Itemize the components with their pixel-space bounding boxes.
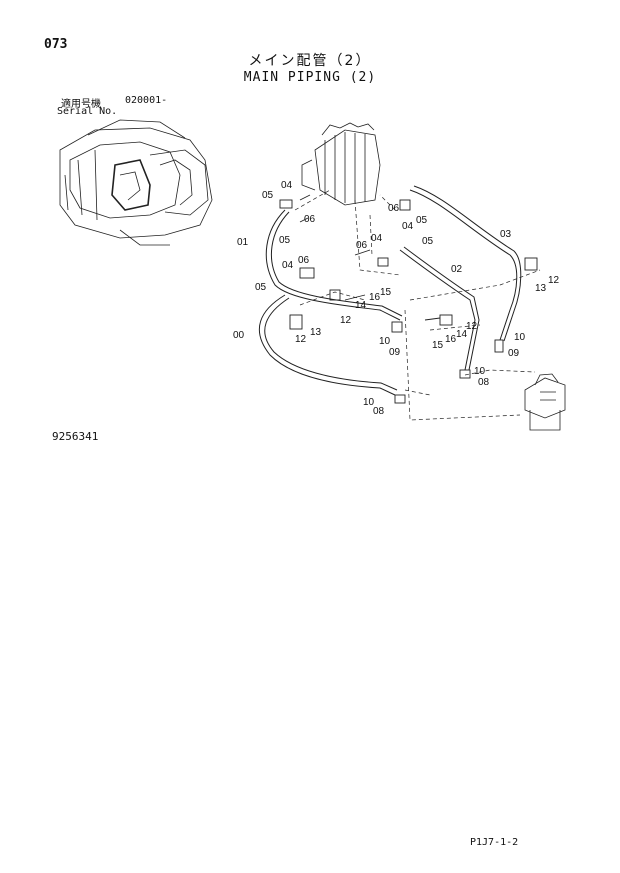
callout-label: 13 bbox=[535, 283, 547, 294]
callout-label: 04 bbox=[281, 180, 293, 191]
callout-label: 12 bbox=[295, 334, 307, 345]
serial-label-english: Serial No. bbox=[57, 106, 118, 117]
callout-label: 06 bbox=[388, 203, 400, 214]
sheet-code: P1J7-1-2 bbox=[470, 837, 519, 848]
callout-label: 05 bbox=[422, 236, 434, 247]
control-valve bbox=[301, 122, 381, 206]
callout-label: 12 bbox=[548, 275, 560, 286]
callout-label: 13 bbox=[310, 327, 322, 338]
callout-label: 16 bbox=[445, 334, 457, 345]
callout-label: 05 bbox=[255, 282, 267, 293]
callout-label: 03 bbox=[500, 229, 512, 240]
drawing-number: 9256341 bbox=[52, 430, 99, 443]
callout-label: 05 bbox=[262, 190, 274, 201]
page-title-japanese: メイン配管（2） bbox=[248, 53, 372, 69]
callout-label: 08 bbox=[478, 377, 490, 388]
callout-label: 12 bbox=[466, 321, 478, 332]
callout-label: 10 bbox=[514, 332, 526, 343]
callout-label: 10 bbox=[379, 336, 391, 347]
fittings-and-clamps bbox=[279, 194, 538, 404]
callout-label: 14 bbox=[355, 300, 367, 311]
machine-overview-illustration bbox=[59, 119, 213, 246]
callout-label: 09 bbox=[389, 347, 401, 358]
callout-label: 04 bbox=[282, 260, 294, 271]
callout-label: 01 bbox=[237, 237, 249, 248]
callout-label: 16 bbox=[369, 292, 381, 303]
serial-label-japanese: 適用号機 bbox=[61, 99, 101, 110]
callout-label: 14 bbox=[456, 329, 468, 340]
callout-label: 15 bbox=[432, 340, 444, 351]
callout-label: 10 bbox=[363, 397, 375, 408]
callout-label: 09 bbox=[508, 348, 520, 359]
page-title-english: MAIN PIPING (2) bbox=[243, 70, 377, 85]
page-number: 073 bbox=[44, 37, 68, 52]
callout-label: 06 bbox=[304, 214, 316, 225]
callout-label: 06 bbox=[356, 240, 368, 251]
callout-label: 05 bbox=[416, 215, 428, 226]
callout-label: 05 bbox=[279, 235, 291, 246]
callout-label: 12 bbox=[340, 315, 352, 326]
callout-label: 10 bbox=[474, 366, 486, 377]
swing-motor bbox=[524, 373, 566, 431]
callout-label: 02 bbox=[451, 264, 463, 275]
callout-label: 15 bbox=[380, 287, 392, 298]
callout-label: 04 bbox=[371, 233, 383, 244]
serial-number-value: 020001- bbox=[125, 95, 168, 106]
hose-lines bbox=[258, 185, 522, 396]
callout-label: 06 bbox=[298, 255, 310, 266]
callout-label: 00 bbox=[233, 330, 245, 341]
part-callouts: 05 04 06 01 05 06 04 05 04 06 05 06 04 0… bbox=[233, 180, 560, 417]
callout-label: 08 bbox=[373, 406, 385, 417]
callout-label: 04 bbox=[402, 221, 414, 232]
